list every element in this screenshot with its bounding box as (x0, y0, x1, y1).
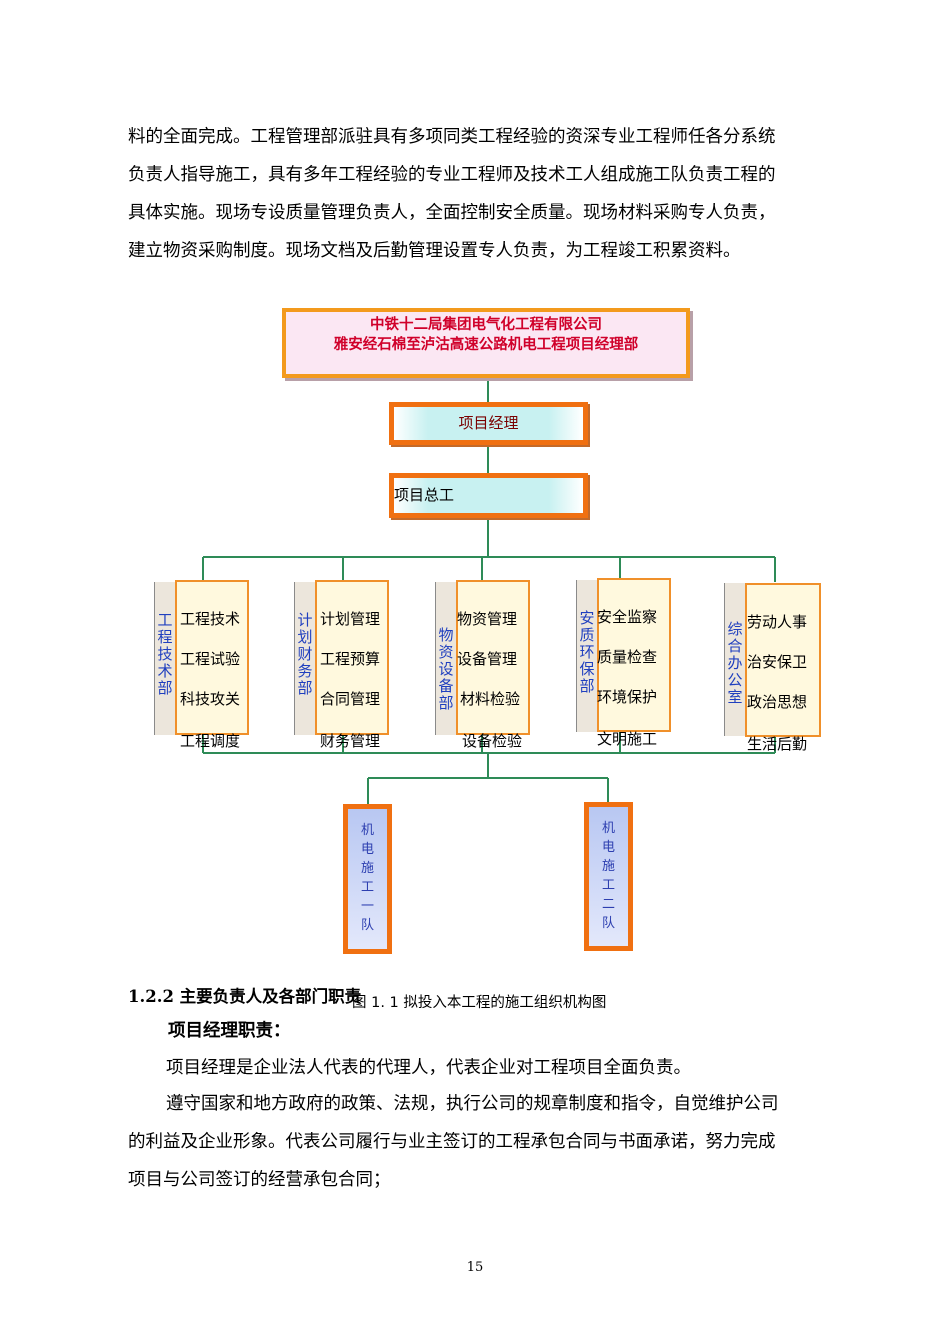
text-line: 建立物资采购制度。现场文档及后勤管理设置专人负责，为工程竣工积累资料。 (128, 241, 741, 261)
duty-item: 计划管理 (320, 610, 381, 628)
dept-label-materials: 物资设备部 (435, 582, 457, 735)
duty-item: 质量检查 (597, 648, 658, 666)
duty-item: 工程试验 (180, 650, 241, 668)
duty-item: 生活后勤 (747, 735, 808, 753)
text-line: 负责人指导施工，具有多年工程经验的专业工程师及技术工人组成施工队负责工程的 (128, 165, 776, 185)
vertical-char: 电 (601, 840, 615, 855)
vertical-char: 财 (297, 645, 313, 663)
dept-label-safety-quality: 安质环保部 (576, 580, 598, 732)
vertical-char: 划 (297, 628, 313, 646)
vertical-char: 程 (157, 628, 173, 646)
vertical-char: 电 (360, 842, 374, 857)
vertical-char: 资 (438, 643, 454, 661)
vertical-char: 物 (438, 626, 454, 644)
vertical-char: 队 (360, 918, 374, 933)
vertical-char: 术 (157, 662, 173, 680)
vertical-char: 合 (727, 637, 743, 655)
vertical-char: 二 (601, 897, 615, 912)
duty-item: 工程调度 (180, 732, 241, 750)
vertical-char: 环 (579, 643, 595, 661)
figure-caption: 图 1. 1 拟投入本工程的施工组织机构图 (352, 995, 607, 1011)
text-line: 具体实施。现场专设质量管理负责人，全面控制安全质量。现场材料采购专人负责， (128, 203, 776, 223)
duty-item: 安全监察 (597, 608, 658, 626)
text-line: 项目与公司签订的经营承包合同； (128, 1170, 391, 1190)
text-line: 项目经理是企业法人代表的代理人，代表企业对工程项目全面负责。 (166, 1058, 691, 1078)
dept-label-engineering: 工程技术部 (154, 582, 176, 735)
duty-item: 设备检验 (462, 732, 523, 750)
duty-item: 环境保护 (597, 688, 658, 706)
chief-engineer-box: 项目总工 (389, 473, 588, 518)
dept-box-finance (315, 580, 389, 735)
project-manager-box: 项目经理 (389, 402, 588, 445)
vertical-char: 施 (360, 861, 374, 876)
section-heading: 1.2.2 主要负责人及各部门职责 (128, 987, 362, 1006)
vertical-char: 工 (157, 611, 173, 629)
duty-item: 文明施工 (597, 730, 658, 748)
duty-item: 物资管理 (457, 610, 518, 628)
construction-team-1-box: 机电施工一队 (343, 804, 392, 954)
duty-item: 工程预算 (320, 650, 381, 668)
duty-item: 财务管理 (320, 732, 381, 750)
vertical-char: 队 (601, 916, 615, 931)
project-department-name: 雅安经石棉至泸沽高速公路机电工程项目经理部 (333, 337, 639, 353)
duty-item: 合同管理 (320, 690, 381, 708)
vertical-char: 一 (360, 899, 374, 914)
subheading: 项目经理职责： (168, 1021, 291, 1041)
duty-item: 材料检验 (460, 690, 521, 708)
dept-label-finance: 计划财务部 (294, 582, 316, 735)
vertical-char: 工 (601, 878, 615, 893)
vertical-char: 安 (579, 609, 595, 627)
duty-item: 科技攻关 (180, 690, 241, 708)
dept-box-safety-quality (597, 578, 671, 732)
vertical-char: 部 (157, 679, 173, 697)
vertical-char: 室 (727, 688, 743, 706)
vertical-char: 部 (579, 677, 595, 695)
company-name: 中铁十二局集团电气化工程有限公司 (370, 317, 602, 333)
duty-item: 政治思想 (747, 693, 808, 711)
text-line: 遵守国家和地方政府的政策、法规，执行公司的规章制度和指令，自觉维护公司 (166, 1094, 779, 1114)
text-line: 料的全面完成。工程管理部派驻具有多项同类工程经验的资深专业工程师任各分系统 (128, 127, 776, 147)
dept-box-engineering (175, 580, 249, 735)
vertical-char: 质 (579, 626, 595, 644)
duty-item: 设备管理 (457, 650, 518, 668)
duty-item: 治安保卫 (747, 653, 808, 671)
duty-item: 工程技术 (180, 610, 241, 628)
vertical-char: 工 (360, 880, 374, 895)
intro-paragraph: 料的全面完成。工程管理部派驻具有多项同类工程经验的资深专业工程师任各分系统 负责… (128, 118, 850, 270)
vertical-char: 办 (727, 654, 743, 672)
vertical-char: 务 (297, 662, 313, 680)
vertical-char: 综 (727, 620, 743, 638)
vertical-char: 机 (601, 821, 615, 836)
dept-label-general-office: 综合办公室 (724, 583, 746, 736)
vertical-char: 部 (297, 679, 313, 697)
body-paragraph-1: 项目经理是企业法人代表的代理人，代表企业对工程项目全面负责。 (166, 1049, 888, 1087)
company-header-box: 中铁十二局集团电气化工程有限公司 雅安经石棉至泸沽高速公路机电工程项目经理部 (282, 308, 690, 378)
construction-team-2-box: 机电施工二队 (584, 802, 633, 951)
vertical-char: 公 (727, 671, 743, 689)
vertical-char: 计 (297, 611, 313, 629)
vertical-char: 备 (438, 677, 454, 695)
vertical-char: 保 (579, 660, 595, 678)
vertical-char: 设 (438, 660, 454, 678)
vertical-char: 技 (157, 645, 173, 663)
vertical-char: 施 (601, 859, 615, 874)
vertical-char: 部 (438, 694, 454, 712)
dept-box-general-office (745, 583, 821, 737)
body-paragraph-2: 遵守国家和地方政府的政策、法规，执行公司的规章制度和指令，自觉维护公司 的利益及… (128, 1085, 850, 1199)
text-line: 的利益及企业形象。代表公司履行与业主签订的工程承包合同与书面承诺，努力完成 (128, 1132, 776, 1152)
page-number: 15 (466, 1260, 484, 1275)
duty-item: 劳动人事 (747, 613, 808, 631)
vertical-char: 机 (360, 823, 374, 838)
dept-box-materials (456, 580, 530, 735)
